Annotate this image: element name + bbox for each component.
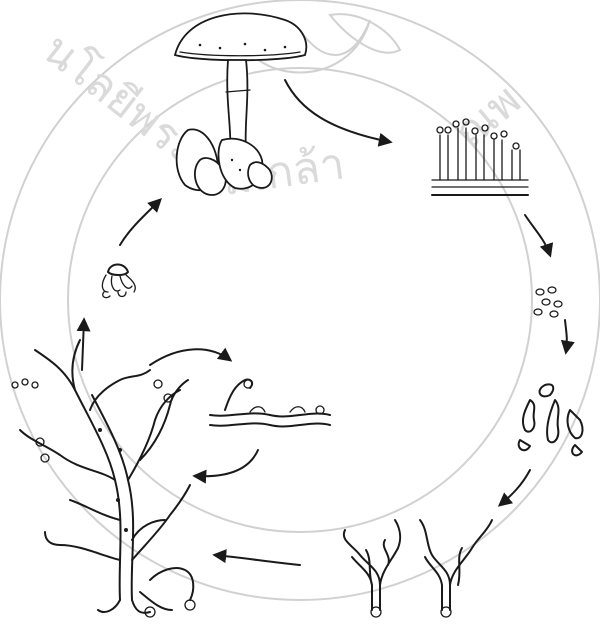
hyphae-icon [344,520,492,617]
basidium [512,143,520,180]
watermark-text-right: ณพ [444,74,530,158]
arrow-clamp-to-mycelium [195,450,258,476]
germination-icon [519,384,583,455]
arrow-mushroom-to-basidia [285,80,390,142]
arrow-germination-to-hyphae [500,470,530,505]
basidium [437,127,451,180]
arrow-mycelium-to-clamp [150,349,230,365]
clamp-icon [210,379,330,426]
primordium-icon [102,265,135,298]
arrow-mycelium-to-primordium [82,320,84,370]
arrow-spores-to-germination [565,320,567,352]
mushroom-stipe [227,60,247,150]
mycelium-icon [12,340,195,617]
arrow-hyphae-to-mycelium [215,555,300,565]
arrow-basidia-to-spores [525,215,550,255]
spores-icon [534,287,562,317]
arrow-primordium-to-mushroom [120,200,160,245]
watermark-seal: นโลยีพระ มเกล้า ณพ [0,0,600,600]
